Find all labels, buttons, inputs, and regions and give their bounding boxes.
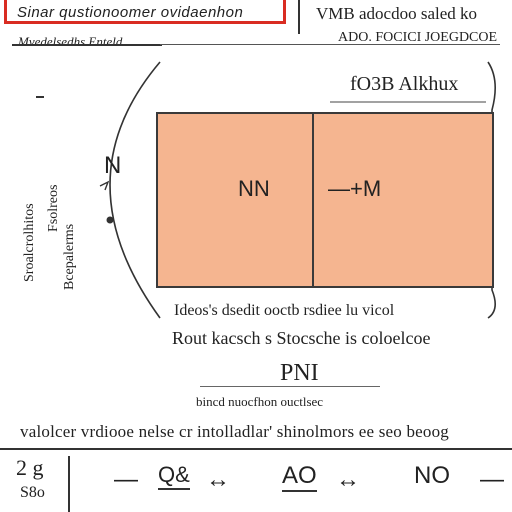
header-divider bbox=[298, 0, 300, 34]
bottom-left-bottom: S8o bbox=[20, 484, 45, 501]
eq-arrow-1: ↔ bbox=[206, 466, 230, 493]
bottom-divider bbox=[0, 448, 512, 450]
caption-line-3: PNI bbox=[280, 360, 319, 386]
panel-right: —+M bbox=[312, 112, 494, 288]
left-arc-arrow bbox=[99, 180, 110, 191]
diagram-top-label: fO3B Alkhux bbox=[350, 73, 459, 95]
title-box: Sinar qustionoomer ovidaenhon bbox=[4, 0, 286, 24]
left-arc-node bbox=[106, 216, 114, 224]
panel-left: NN bbox=[156, 112, 314, 288]
eq-dash-left: — bbox=[114, 466, 138, 493]
caption-line-4: bincd nuocfhon ouctlsec bbox=[196, 394, 324, 409]
title-box-text: Sinar qustionoomer ovidaenhon bbox=[17, 4, 244, 21]
subtitle: Mvedelsedhs Enteld bbox=[18, 34, 123, 49]
eq-arrow-2: ↔ bbox=[336, 466, 360, 493]
bottom-left-divider bbox=[68, 456, 70, 512]
panel-left-text: NN bbox=[238, 176, 270, 201]
eq-item-2: AO bbox=[282, 462, 317, 492]
header-right-line-2: ADO. FOCICI JOEGDCOE bbox=[338, 30, 498, 45]
diagram-left-label: N bbox=[104, 152, 122, 179]
caption-line-2: Rout kacsch s Stocsche is coloelcoe bbox=[172, 328, 431, 348]
panel-right-text: —+M bbox=[328, 176, 382, 201]
eq-item-3: NO bbox=[414, 462, 450, 489]
left-tick bbox=[36, 96, 44, 98]
bottom-left-top: 2 g bbox=[16, 455, 44, 480]
eq-item-1: Q& bbox=[158, 462, 190, 490]
caption-line-1: Ideos's dsedit ooctb rsdiee lu vicol bbox=[174, 302, 395, 319]
caption-divider bbox=[200, 386, 380, 387]
eq-dash-right: — bbox=[480, 466, 504, 493]
header-right-line-1: VMB adocdoo saled ko bbox=[316, 4, 478, 23]
left-arc bbox=[109, 61, 161, 319]
subtitle-underline bbox=[12, 44, 162, 46]
header-long-line bbox=[160, 44, 500, 45]
caption-long: valolcer vrdiooe nelse cr intolladlar' s… bbox=[20, 422, 449, 441]
